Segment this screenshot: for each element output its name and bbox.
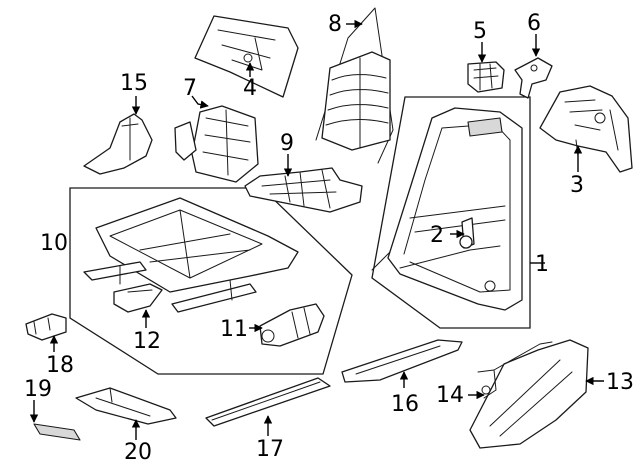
leader-7	[191, 95, 209, 109]
part-6-bracket[interactable]	[514, 57, 553, 99]
part-1-back-frame[interactable]	[371, 107, 523, 311]
callout-6: 6	[527, 11, 541, 36]
callout-labels: 1 2 3 4 5 6 7 8 9 10 11 12 13 14 16 15 1…	[24, 11, 634, 465]
part-17-rail-cover[interactable]	[205, 377, 331, 427]
part-3-side-cover[interactable]	[539, 85, 633, 173]
callout-5: 5	[473, 19, 487, 44]
part-16-rail-trim[interactable]	[341, 339, 463, 383]
part-4-back-panel[interactable]	[194, 15, 299, 98]
callout-16: 16	[391, 392, 419, 417]
callout-9: 9	[280, 131, 294, 156]
callout-17: 17	[256, 437, 284, 462]
part-20-rail-bracket[interactable]	[75, 387, 177, 425]
part-5-switch[interactable]	[467, 61, 505, 93]
callout-13: 13	[606, 370, 634, 395]
callout-18: 18	[46, 353, 74, 378]
part-7-lumbar[interactable]	[174, 105, 259, 183]
callout-7: 7	[183, 76, 197, 101]
callout-15: 15	[120, 71, 148, 96]
part-15-trim[interactable]	[83, 113, 153, 175]
callout-19: 19	[24, 377, 52, 402]
callout-20: 20	[124, 440, 152, 465]
callout-2: 2	[430, 223, 444, 248]
part-14-clip[interactable]	[477, 341, 553, 399]
part-8-back-spring[interactable]	[315, 7, 394, 164]
part-11-motor[interactable]	[259, 303, 325, 347]
callout-14: 14	[436, 383, 464, 408]
callout-1: 1	[535, 252, 549, 277]
callout-3: 3	[570, 173, 584, 198]
part-19-trim[interactable]	[33, 423, 81, 441]
callout-4: 4	[243, 76, 257, 101]
part-9-seat-pan[interactable]	[244, 167, 363, 213]
part-10-seat-frame[interactable]	[83, 197, 299, 313]
callout-8: 8	[328, 12, 342, 37]
part-12-bracket[interactable]	[113, 283, 163, 313]
part-2-bolt[interactable]	[459, 217, 475, 249]
back-frame-group-boundary	[371, 96, 531, 329]
callout-12: 12	[133, 329, 161, 354]
leader-lines	[29, 19, 604, 440]
part-18-clip[interactable]	[25, 313, 67, 341]
part-13-side-shield[interactable]	[469, 339, 589, 449]
callout-11: 11	[220, 317, 248, 342]
callout-10: 10	[40, 231, 68, 256]
